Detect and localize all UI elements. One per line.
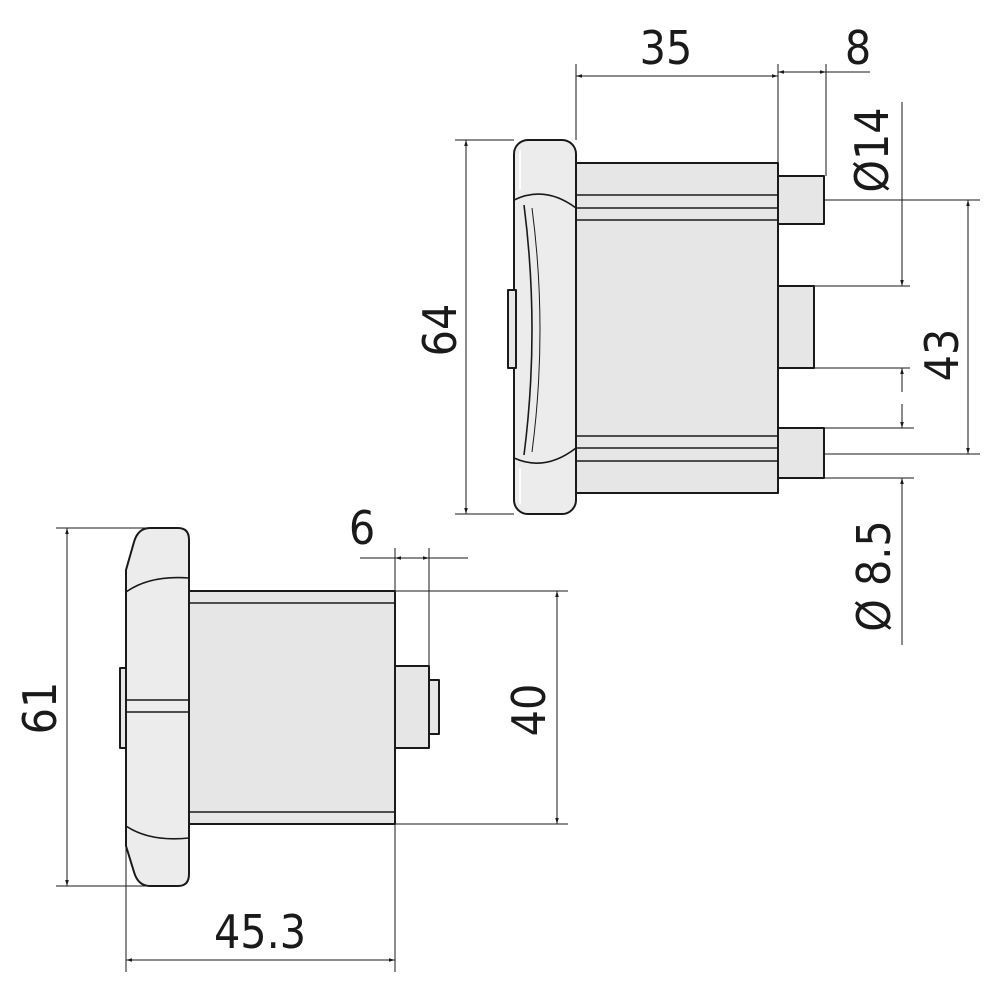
dim-top-height-label: 64 xyxy=(413,304,467,357)
dim-top-pin-diameter-label: Ø14 xyxy=(845,107,899,192)
dim-top-small-pin-diameter-label: Ø 8.5 xyxy=(847,520,901,632)
dim-top-pin-spacing-label: 43 xyxy=(915,329,969,382)
dim-top-width-label: 35 xyxy=(640,21,693,75)
dim-top-pin-length-label: 8 xyxy=(845,21,871,75)
bottom-flange xyxy=(125,527,190,887)
dimension-lines xyxy=(56,64,980,972)
dim-bottom-pin-length-label: 6 xyxy=(349,501,375,555)
top-body xyxy=(575,162,779,494)
dim-bottom-height-label: 61 xyxy=(13,682,67,735)
top-pin-middle xyxy=(777,285,815,369)
top-pin-lower xyxy=(777,427,825,479)
bottom-keyway xyxy=(119,667,127,749)
bottom-body xyxy=(188,590,396,825)
dim-bottom-total-length-label: 45.3 xyxy=(214,905,306,959)
bottom-pin xyxy=(394,665,430,749)
bottom-cylinder-assembly xyxy=(119,527,440,887)
dimension-labels: 35 8 Ø14 64 43 Ø 8.5 61 40 6 45.3 xyxy=(13,21,969,959)
top-cylinder-assembly xyxy=(507,139,825,515)
top-keyway xyxy=(507,289,517,369)
bottom-pin-tip xyxy=(428,679,440,735)
top-pin-upper xyxy=(777,175,825,225)
dim-bottom-body-height-label: 40 xyxy=(502,684,556,737)
